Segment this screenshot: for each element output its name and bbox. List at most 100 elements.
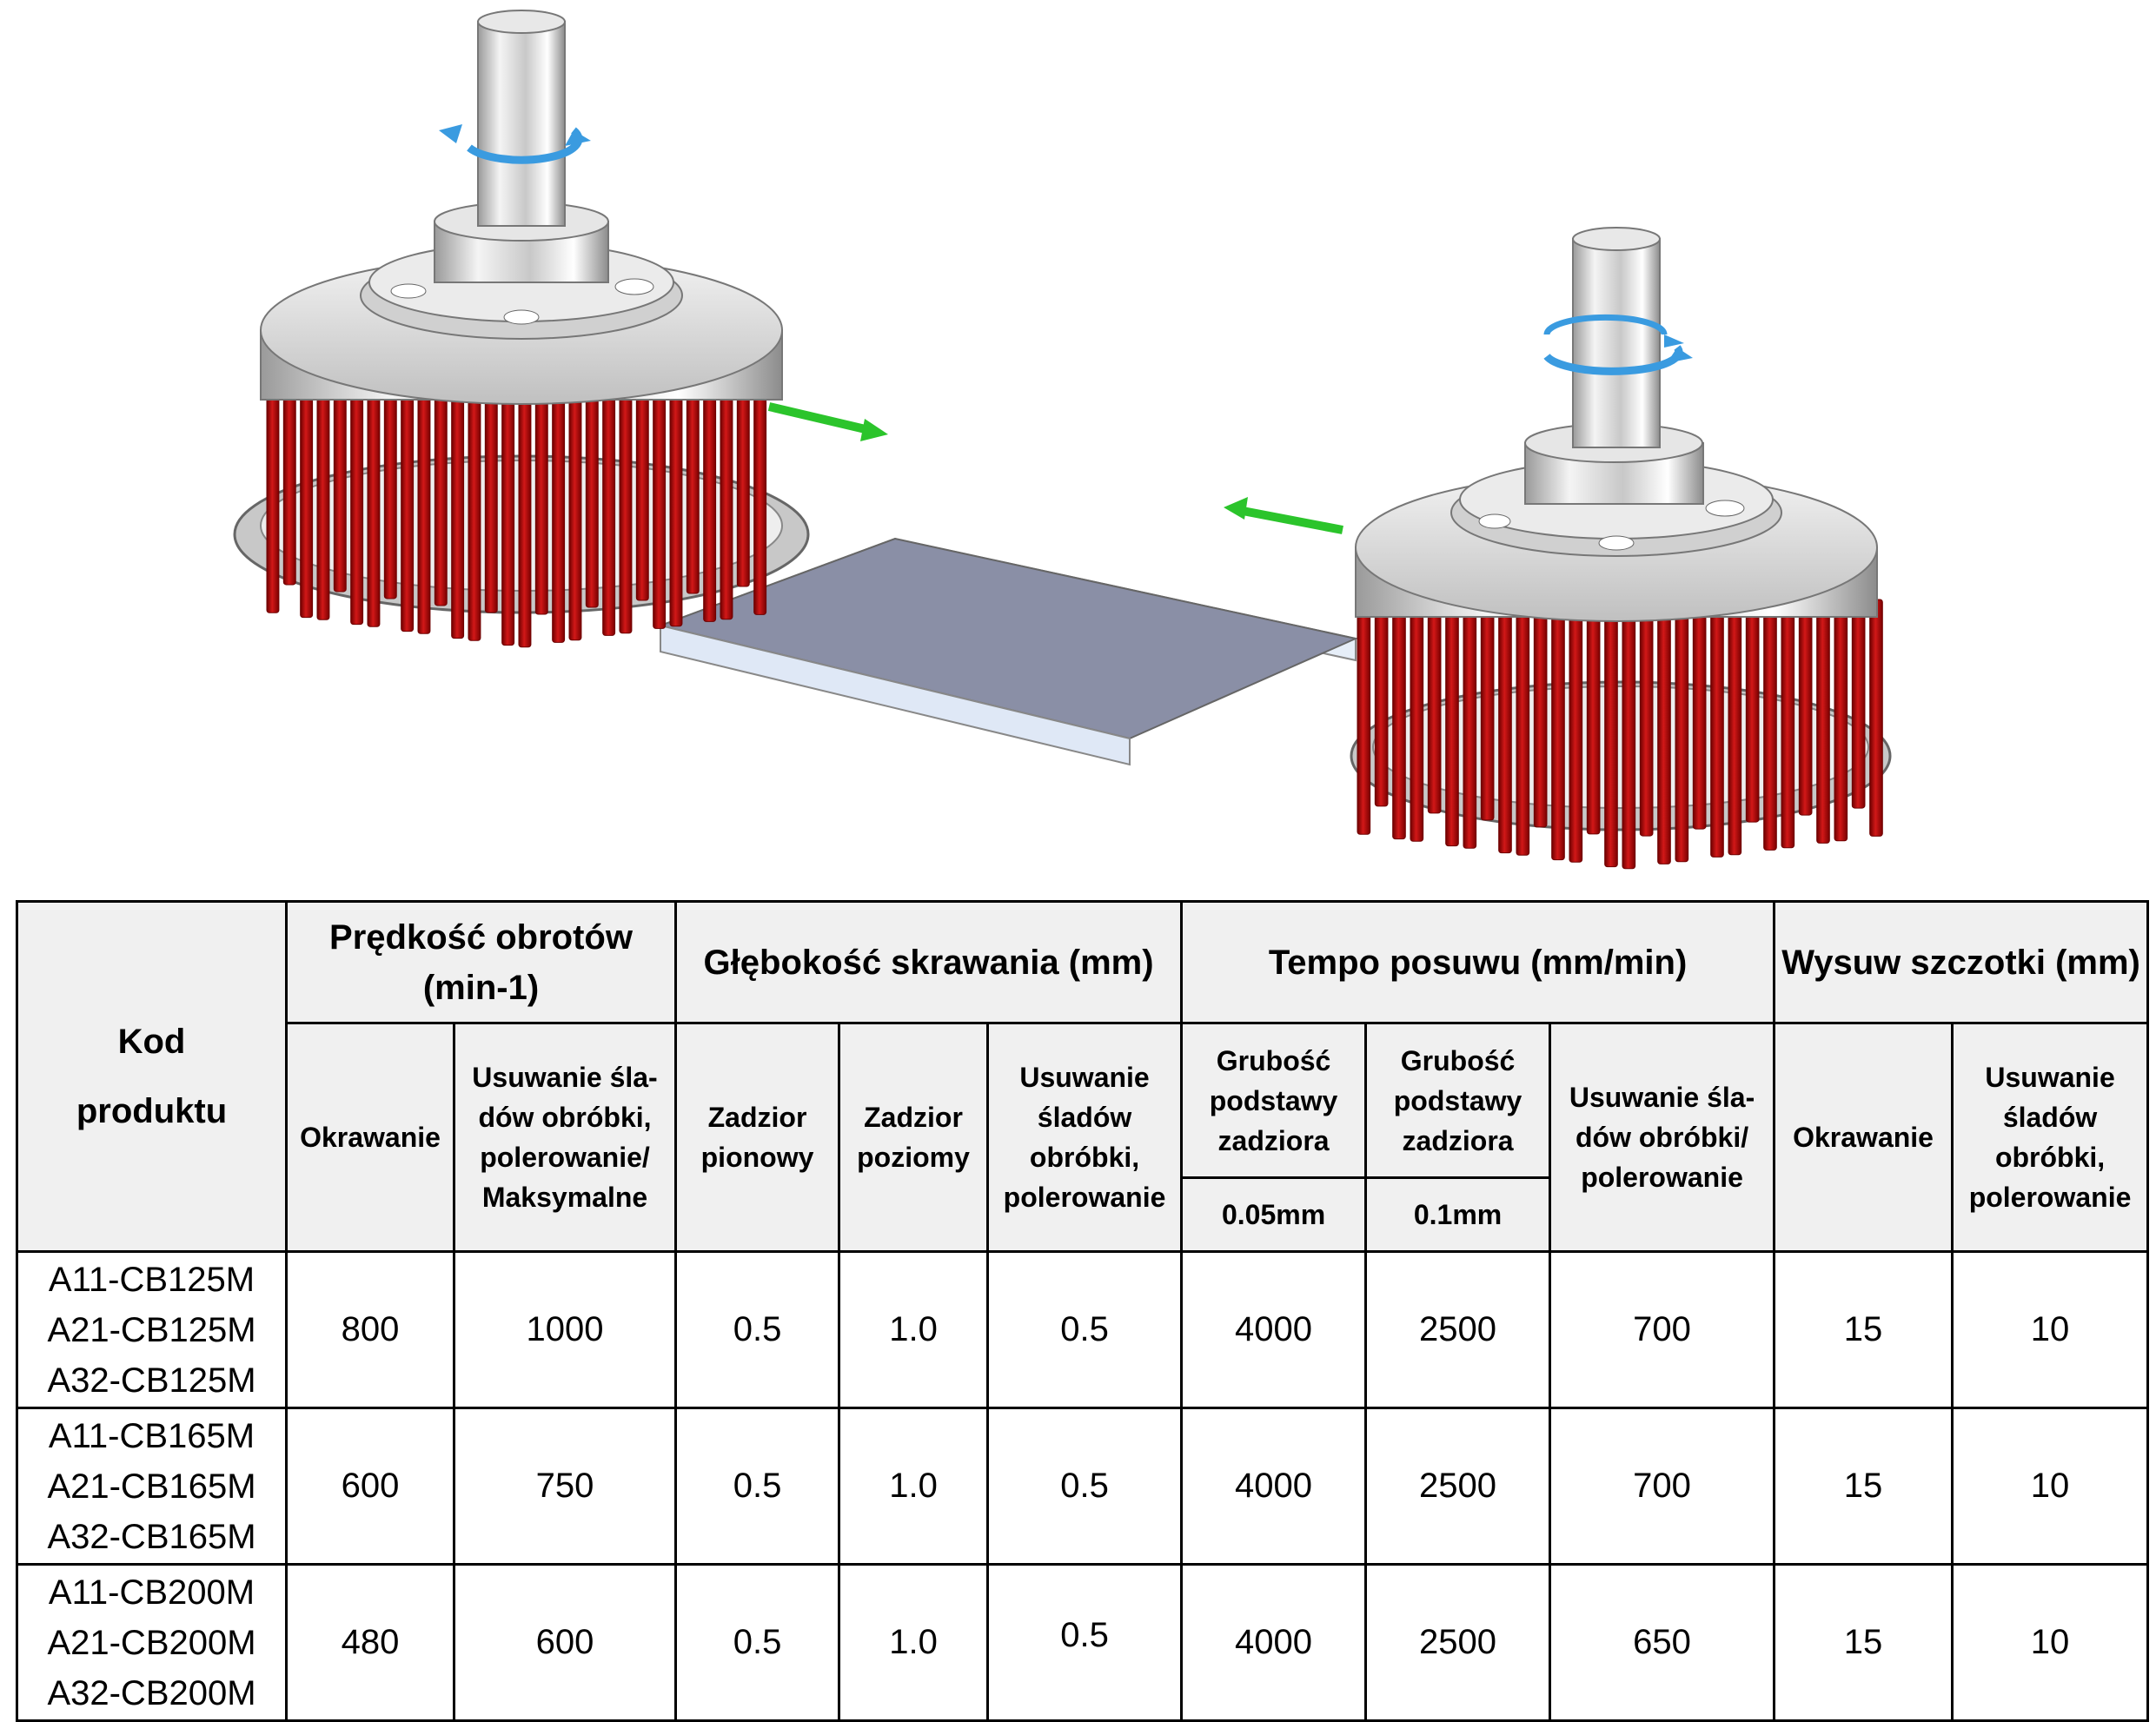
feed-finish-value: 650 bbox=[1549, 1563, 1776, 1722]
speed-finish-value: 750 bbox=[452, 1407, 678, 1566]
brush-bristle bbox=[501, 381, 515, 646]
speed-finish-value: 600 bbox=[452, 1563, 678, 1722]
depth-finish-value: 0.5 bbox=[986, 1407, 1184, 1566]
brush-bristle bbox=[1357, 599, 1371, 835]
header-depth-horizontal: Zadzior poziomy bbox=[838, 1022, 990, 1253]
brush-bristle bbox=[1798, 599, 1813, 816]
brush-bristle bbox=[653, 381, 667, 629]
header-feed-finish: Usuwanie śla- dów obróbki/ polerowanie bbox=[1549, 1022, 1776, 1253]
depth-finish-value: 0.5 bbox=[986, 1250, 1184, 1409]
right-brush-head bbox=[1350, 227, 1892, 870]
brush-bristle bbox=[282, 381, 296, 586]
brush-bristle bbox=[703, 381, 717, 622]
brush-bristle bbox=[1851, 599, 1866, 809]
depth-vertical-value: 0.5 bbox=[674, 1563, 841, 1722]
ext-trim-value: 15 bbox=[1773, 1407, 1954, 1566]
brush-bristle bbox=[434, 381, 448, 606]
brush-bristle bbox=[1533, 599, 1548, 828]
brush-bristle bbox=[1604, 599, 1618, 868]
header-speed-finish: Usuwanie śla- dów obróbki, polerowanie/ … bbox=[452, 1022, 678, 1253]
header-speed-group: Prędkość obrotów (min-1) bbox=[284, 900, 678, 1024]
brush-bristle bbox=[1480, 599, 1495, 821]
brush-bristle bbox=[518, 381, 532, 648]
header-feed-base-2: Grubość podstawy zadziora bbox=[1364, 1022, 1552, 1179]
speed-finish-value: 1000 bbox=[452, 1250, 678, 1409]
header-feed-base-2-value: 0.1mm bbox=[1364, 1176, 1552, 1253]
brush-bristle bbox=[686, 381, 700, 594]
feed-005-value: 4000 bbox=[1180, 1563, 1368, 1722]
depth-finish-value: 0.5 bbox=[986, 1563, 1184, 1722]
product-codes: A11-CB200M A21-CB200M A32-CB200M bbox=[16, 1563, 288, 1722]
table-row: A11-CB200M A21-CB200M A32-CB200M 480 600… bbox=[16, 1563, 2150, 1722]
brush-bristle bbox=[1445, 599, 1459, 847]
brush-bristle bbox=[1516, 599, 1530, 856]
feed-finish-value: 700 bbox=[1549, 1250, 1776, 1409]
brush-bristle bbox=[401, 381, 415, 633]
feed-01-value: 2500 bbox=[1364, 1563, 1552, 1722]
depth-horizontal-value: 1.0 bbox=[838, 1250, 990, 1409]
feed-005-value: 4000 bbox=[1180, 1250, 1368, 1409]
brush-bristle bbox=[1763, 599, 1777, 851]
brush-bristle bbox=[1410, 599, 1424, 842]
ext-finish-value: 10 bbox=[1951, 1563, 2150, 1722]
brush-bristle bbox=[1569, 599, 1583, 863]
brush-bristle bbox=[1816, 599, 1830, 844]
brush-bristle bbox=[1586, 599, 1601, 835]
ext-trim-value: 15 bbox=[1773, 1250, 1954, 1409]
speed-trim-value: 800 bbox=[285, 1250, 455, 1409]
brush-bristle bbox=[720, 381, 733, 620]
brush-bristle bbox=[669, 381, 683, 627]
brush-bristle bbox=[1710, 599, 1724, 858]
brush-bristle bbox=[333, 381, 347, 593]
brush-bristle bbox=[316, 381, 330, 620]
brush-bristle bbox=[568, 381, 582, 641]
brush-bristle bbox=[534, 381, 548, 615]
brush-bristle bbox=[1374, 599, 1389, 807]
brush-bristle bbox=[484, 381, 498, 613]
brush-bristle bbox=[468, 381, 481, 641]
header-feed-base-1-value: 0.05mm bbox=[1180, 1176, 1368, 1253]
brush-bristle bbox=[266, 381, 280, 613]
brush-bristle bbox=[1675, 599, 1689, 863]
header-ext-finish: Usuwanie śladów obróbki, polerowanie bbox=[1951, 1022, 2150, 1253]
brush-bristle bbox=[417, 381, 431, 634]
depth-vertical-value: 0.5 bbox=[674, 1250, 841, 1409]
brush-bristle bbox=[753, 381, 767, 615]
speed-trim-value: 480 bbox=[285, 1563, 455, 1722]
header-feed-group: Tempo posuwu (mm/min) bbox=[1180, 900, 1776, 1024]
brush-bristle bbox=[367, 381, 381, 627]
brush-bristle bbox=[1639, 599, 1654, 837]
brush-bristle bbox=[383, 381, 397, 599]
brush-bristle bbox=[1498, 599, 1512, 854]
ext-finish-value: 10 bbox=[1951, 1407, 2150, 1566]
brush-bristle bbox=[350, 381, 364, 626]
header-product-code: Kod produktu bbox=[16, 900, 288, 1253]
ext-finish-value: 10 bbox=[1951, 1250, 2150, 1409]
product-codes: A11-CB125M A21-CB125M A32-CB125M bbox=[16, 1250, 288, 1409]
brush-bristle bbox=[1834, 599, 1848, 842]
brush-bristle bbox=[1463, 599, 1477, 849]
brush-bristle bbox=[635, 381, 649, 601]
header-extension-group: Wysuw szczotki (mm) bbox=[1773, 900, 2150, 1024]
header-ext-trim: Okrawanie bbox=[1773, 1022, 1954, 1253]
header-depth-finish: Usuwanie śladów obróbki, polerowanie bbox=[986, 1022, 1184, 1253]
brush-bristle bbox=[1551, 599, 1565, 861]
brush-bristle bbox=[736, 381, 750, 587]
workpiece-plate bbox=[657, 537, 1359, 766]
feed-arrow-left-icon bbox=[1224, 497, 1343, 534]
brush-bristle bbox=[1622, 599, 1636, 870]
depth-horizontal-value: 1.0 bbox=[838, 1563, 990, 1722]
brush-bristle bbox=[1781, 599, 1795, 849]
header-depth-vertical: Zadzior pionowy bbox=[674, 1022, 841, 1253]
brush-bristle bbox=[585, 381, 599, 608]
brush-bristle bbox=[1692, 599, 1707, 830]
brush-bristle bbox=[1427, 599, 1442, 814]
ext-trim-value: 15 bbox=[1773, 1563, 1954, 1722]
brush-illustration bbox=[233, 10, 1892, 870]
brush-bristle bbox=[451, 381, 465, 639]
brush-bristle bbox=[552, 381, 566, 643]
brush-bristle bbox=[619, 381, 633, 634]
brush-bristle bbox=[602, 381, 616, 636]
specification-table: Kod produktu Prędkość obrotów (min-1) Gł… bbox=[16, 900, 2150, 1722]
speed-trim-value: 600 bbox=[285, 1407, 455, 1566]
